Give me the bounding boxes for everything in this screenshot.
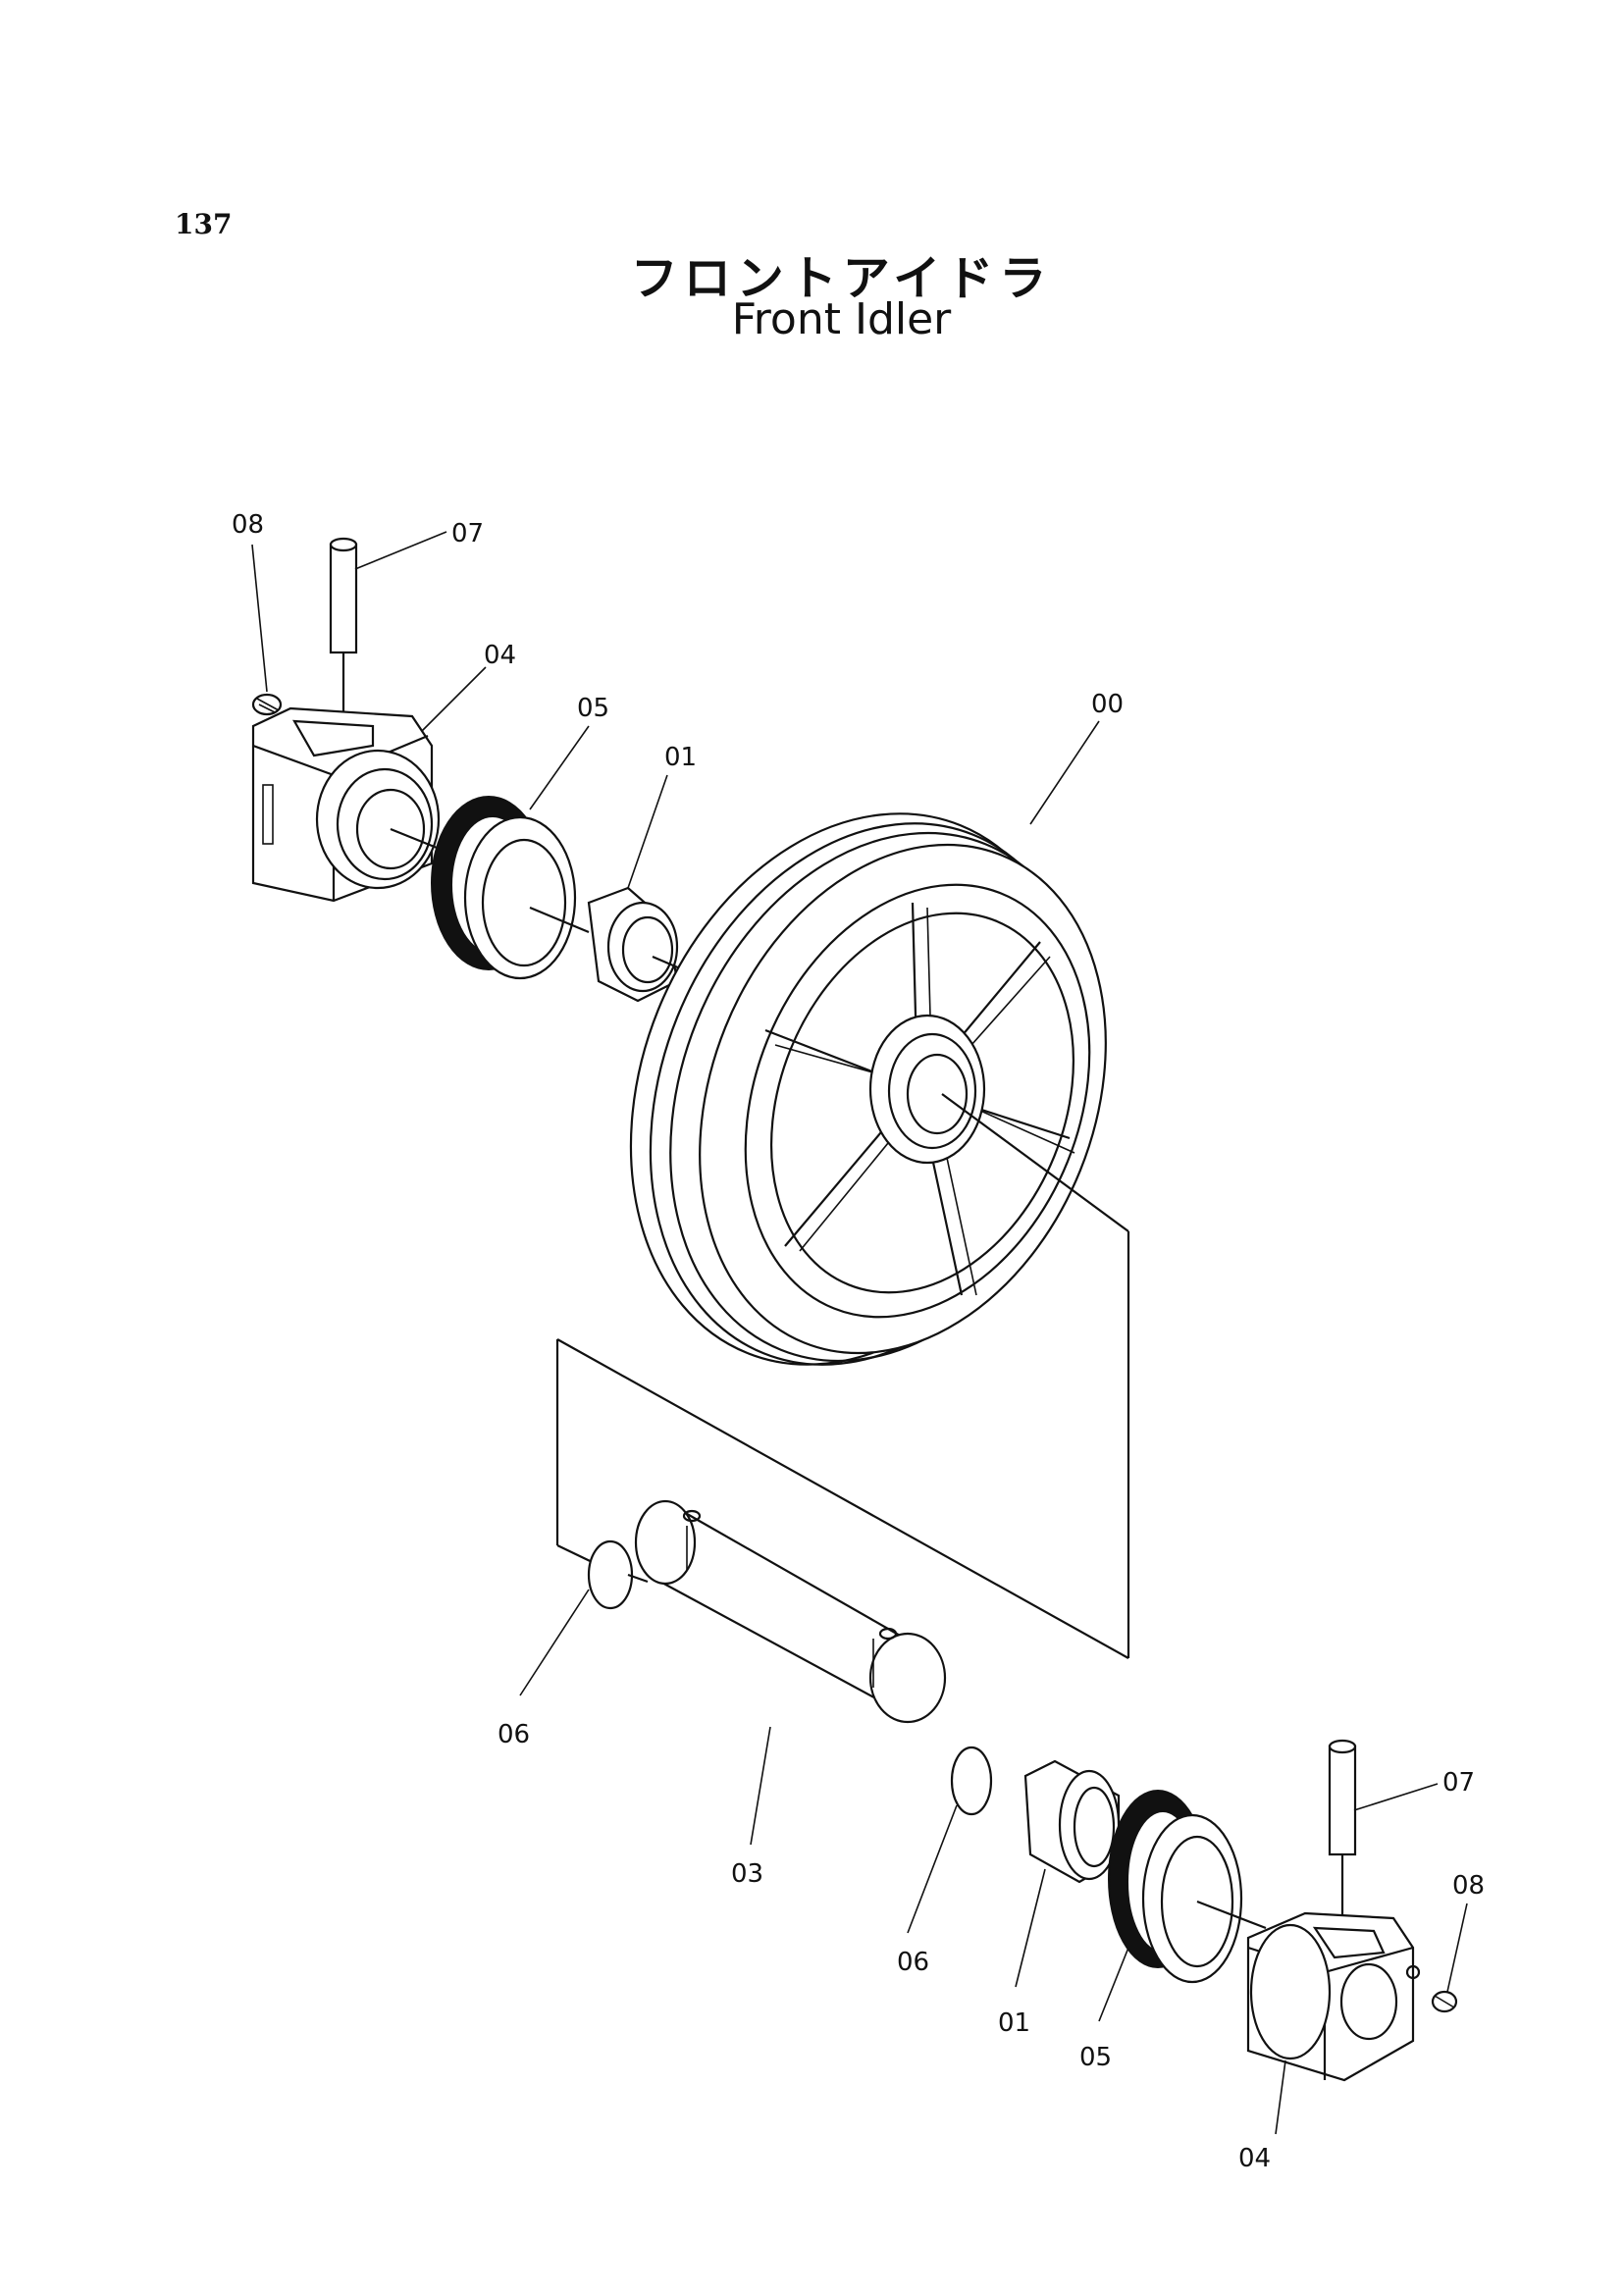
label-08-top: 08 [232, 510, 264, 540]
label-00-idler: 00 [1091, 690, 1124, 719]
part-08-bottom-set-screw [1431, 1990, 1458, 2013]
part-06-middle-washer [950, 1746, 993, 1816]
leader-lines [251, 531, 1468, 2135]
page-number: 137 [175, 208, 233, 240]
label-04-bottom: 04 [1238, 2144, 1271, 2173]
part-03-shaft [634, 1499, 947, 1724]
part-01-bottom-bushing [1023, 1759, 1121, 1884]
part-00-idler-wheel [629, 812, 1129, 1366]
title-english: Front Idler [731, 294, 952, 344]
part-07-top-pin [329, 537, 358, 746]
label-01-top: 01 [664, 743, 697, 772]
part-04-bottom-bracket [1246, 1911, 1421, 2082]
part-05-bottom-seal [1108, 1790, 1267, 1984]
label-05-bottom: 05 [1079, 2043, 1112, 2072]
part-05-top-seal [431, 796, 590, 980]
label-05-top: 05 [577, 694, 609, 723]
label-01-bottom: 01 [998, 2008, 1030, 2038]
label-06-middle: 06 [897, 1948, 929, 1977]
label-07-bottom: 07 [1442, 1768, 1475, 1798]
label-03-shaft: 03 [731, 1859, 763, 1889]
label-06-left: 06 [498, 1720, 530, 1749]
label-04-top: 04 [484, 641, 516, 670]
title-japanese: フロントアイドラ [630, 251, 1053, 306]
part-06-left-washer [587, 1539, 649, 1610]
part-04-top-bracket [251, 706, 452, 903]
part-07-bottom-pin [1328, 1739, 1357, 1938]
label-07-top: 07 [451, 519, 484, 548]
label-08-bottom: 08 [1452, 1871, 1485, 1901]
assembly-axis-lines [555, 1231, 1130, 1659]
part-01-top-bushing [587, 886, 688, 1003]
part-08-top-set-screw [251, 693, 283, 716]
